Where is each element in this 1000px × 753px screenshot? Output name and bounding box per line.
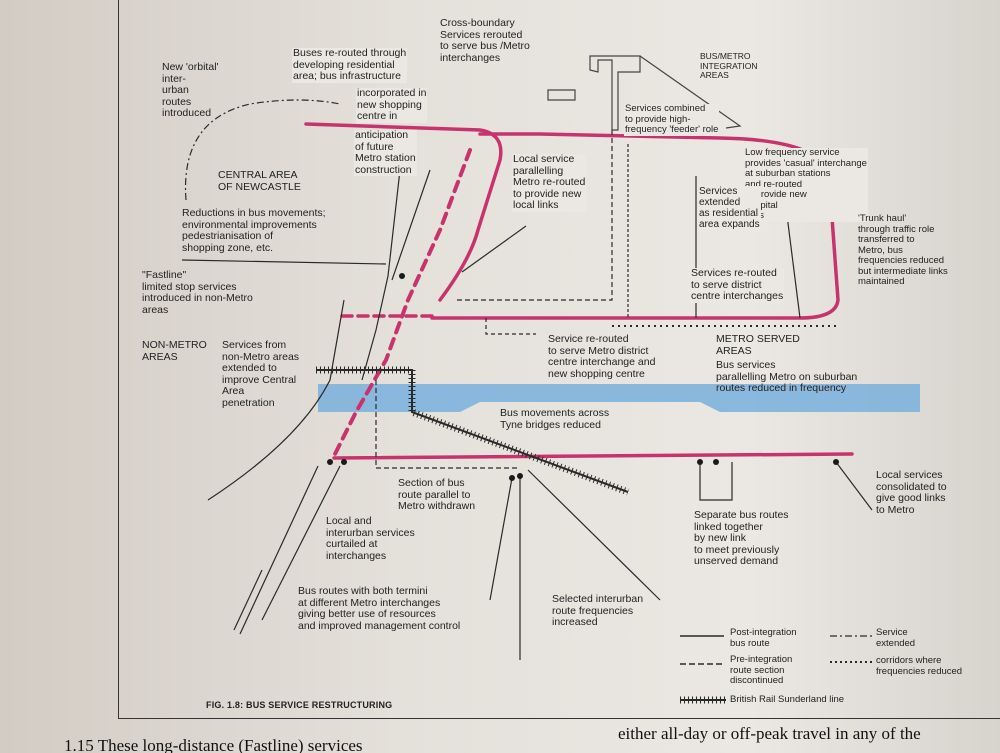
river-tyne <box>318 384 920 412</box>
legend-post-integration: Post-integration bus route <box>730 627 797 649</box>
label-rerouted-residential: Buses re-routed through developing resid… <box>292 47 408 83</box>
body-text-right: either all-day or off-peak travel in any… <box>618 724 921 743</box>
region-central-area: CENTRAL AREA OF NEWCASTLE <box>218 169 301 193</box>
route-feeder <box>456 130 613 301</box>
label-services-combined: Services combined to provide high- frequ… <box>624 103 720 136</box>
label-tyne-bridges: Bus movements across Tyne bridges reduce… <box>500 407 610 431</box>
route-curtailed <box>239 465 319 635</box>
label-cross-boundary: Cross-boundary Services rerouted to serv… <box>440 17 530 64</box>
label-parallel-reduced: Bus services parallelling Metro on subur… <box>716 359 858 394</box>
bus-routes <box>181 99 873 660</box>
legend-british-rail: British Rail Sunderland line <box>730 694 845 705</box>
figure-caption: FIG. 1.8: BUS SERVICE RESTRUCTURING <box>206 700 393 710</box>
orbital-route <box>184 99 341 201</box>
integration-area-outline <box>589 55 641 131</box>
route-local-parallel <box>461 225 527 273</box>
british-rail-line <box>316 366 630 496</box>
route-reductions-arrow <box>181 259 387 265</box>
label-reductions: Reductions in bus movements; environment… <box>182 207 326 254</box>
body-text-left: 1.15 These long-distance (Fastline) serv… <box>64 736 363 753</box>
label-termini: Bus routes with both termini at differen… <box>298 585 461 632</box>
interchange-dots <box>327 273 839 481</box>
figure-frame <box>118 0 1000 719</box>
legend-pre-integration: Pre-integration route section discontinu… <box>730 654 793 686</box>
route-separate <box>699 462 733 501</box>
legend-corridors: corridors where frequencies reduced <box>876 655 963 677</box>
route-local-south <box>233 569 263 631</box>
region-non-metro: NON-METRO AREAS <box>142 339 207 363</box>
label-rerouted-metro: Service re-routed to serve Metro distric… <box>548 333 656 380</box>
route-termini-left <box>261 465 341 621</box>
label-interurban-frequencies: Selected interurban route frequencies in… <box>552 593 644 628</box>
route-rerouted-centre <box>485 318 536 335</box>
label-consolidated: Local services consolidated to give good… <box>876 469 947 516</box>
label-district-interchange: Services re-routed to serve district cen… <box>690 267 785 303</box>
label-separate-routes: Separate bus routes linked together by n… <box>694 509 789 567</box>
region-integration: BUS/METRO INTEGRATION AREAS <box>700 51 758 80</box>
label-extended-residential: Services extended as residential area ex… <box>698 186 761 230</box>
legend-samples <box>680 635 872 704</box>
route-nonmetro-curve <box>207 299 345 501</box>
label-curtailed: Local and interurban services curtailed … <box>326 515 415 562</box>
integration-area-road <box>547 55 742 129</box>
region-metro-served: METRO SERVED AREAS <box>716 333 800 357</box>
metro-line-south <box>332 452 854 460</box>
label-local-parallel: Local service parallelling Metro re-rout… <box>512 153 587 212</box>
route-pre-integration <box>375 380 520 469</box>
label-section-withdrawn: Section of bus route parallel to Metro w… <box>398 477 476 512</box>
legend-service-extended: Service extended <box>876 627 916 649</box>
label-low-frequency: Low frequency service provides 'casual' … <box>744 147 868 222</box>
label-nonmetro-extended: Services from non-Metro areas extended t… <box>222 339 300 409</box>
label-orbital: New 'orbital' inter- urban routes introd… <box>162 61 219 119</box>
route-selected <box>527 469 661 601</box>
label-trunk-haul: 'Trunk haul' through traffic role transf… <box>858 213 948 287</box>
label-shopping-centre: incorporated in new shopping centre in <box>356 87 428 123</box>
route-termini-right <box>489 477 513 601</box>
metro-line-central-dashed <box>332 148 472 458</box>
route-consolidated <box>835 461 873 511</box>
label-anticipation: anticipation of future Metro station con… <box>354 129 417 176</box>
route-central-west <box>361 169 401 381</box>
label-fastline: "Fastline" limited stop services introdu… <box>142 269 253 316</box>
route-central-diagonal <box>391 169 431 281</box>
